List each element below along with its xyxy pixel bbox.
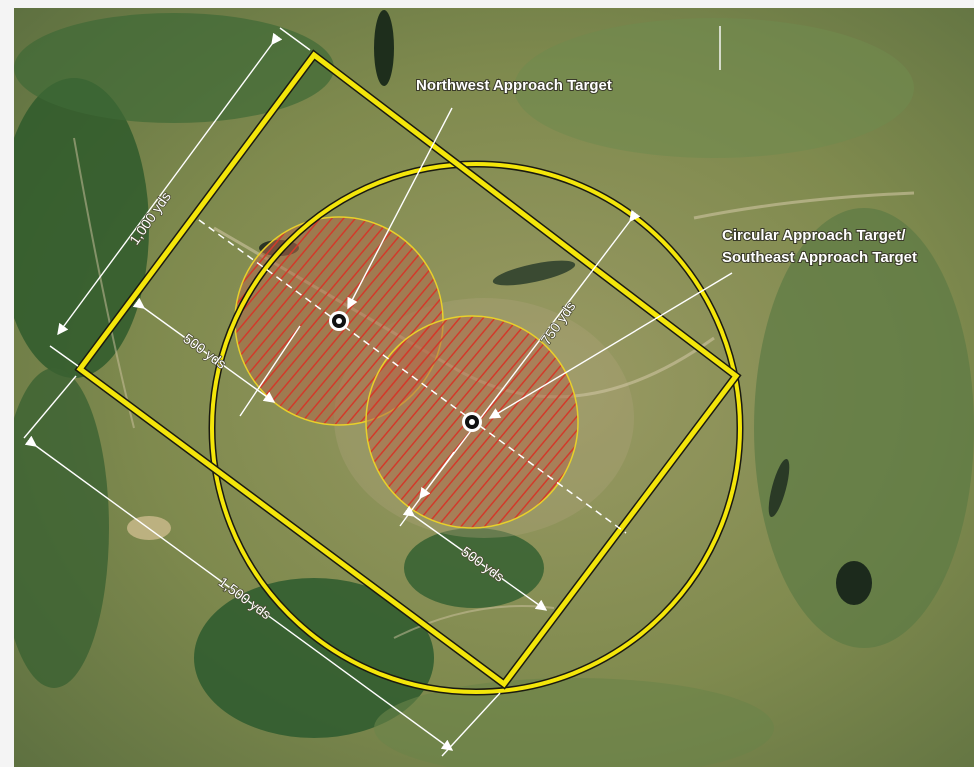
target-marker-icon[interactable]: [462, 412, 482, 432]
map-view[interactable]: Northwest Approach Target Circular Appro…: [14, 8, 974, 767]
northwest-target-label: Northwest Approach Target: [416, 77, 612, 94]
target-marker-icon[interactable]: [329, 311, 349, 331]
circular-target-label-line1: Circular Approach Target/: [722, 227, 906, 244]
map-svg: Northwest Approach Target Circular Appro…: [14, 8, 974, 767]
circular-target-label-line2: Southeast Approach Target: [722, 249, 917, 266]
dimension-lines: [23, 26, 733, 757]
